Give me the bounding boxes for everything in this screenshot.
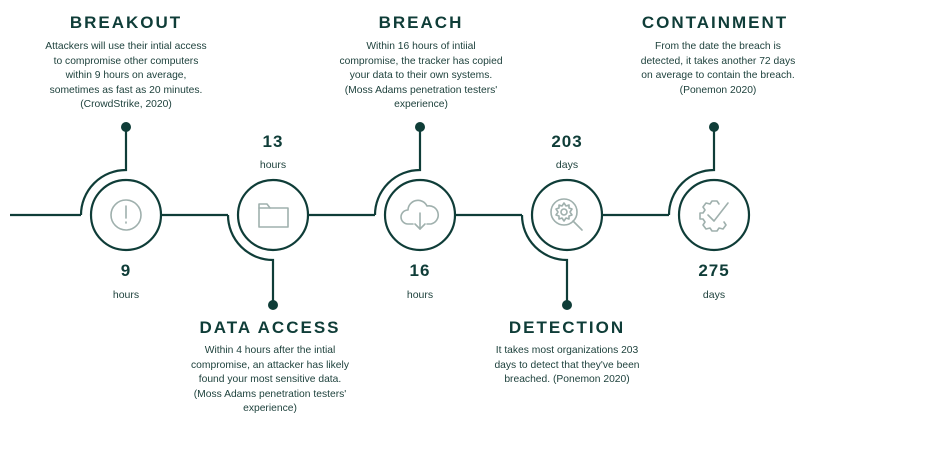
connector-breach [373,127,422,216]
dot-breach [415,122,425,132]
stage-description-containment: From the date the breach is detected, it… [640,41,796,96]
stage-unit-breach: hours [406,289,434,301]
dot-containment [709,122,719,132]
connector-containment [667,127,716,216]
stage-unit-detection: days [555,159,579,171]
dot-detection [562,300,572,310]
stage-description-breach: Within 16 hours of intiial compromise, t… [339,41,503,110]
stage-circle-detection [530,178,604,252]
stage-value-data-access: 13 [262,132,284,151]
stage-value-containment: 275 [698,261,730,280]
dot-breakout [121,122,131,132]
stage-title-containment: CONTAINMENT [641,13,789,32]
dot-data-access [268,300,278,310]
stage-description-detection: It takes most organizations 203 days to … [494,345,640,385]
stage-circle-breach [383,178,457,252]
stage-description-data-access: Within 4 hours after the intial compromi… [191,345,349,414]
connector-detection [520,214,569,305]
connector-data-access [226,214,275,305]
stage-title-breakout: BREAKOUT [69,13,183,32]
stage-value-breakout: 9 [120,261,132,280]
stage-unit-containment: days [702,289,726,301]
stage-value-detection: 203 [551,132,583,151]
gear-check-icon [699,200,729,232]
gear-search-icon [550,198,583,231]
folder-icon [258,203,289,228]
stage-title-data-access: DATA ACCESS [199,318,341,337]
stage-unit-data-access: hours [259,159,287,171]
stage-title-breach: BREACH [378,13,464,32]
stage-unit-breakout: hours [112,289,140,301]
stage-description-breakout: Attackers will use their intial access t… [45,41,207,110]
cloud-download-icon [400,199,440,230]
stage-value-breach: 16 [409,261,431,280]
stage-circle-data-access [236,178,310,252]
stage-title-detection: DETECTION [508,318,626,337]
connector-breakout [79,127,128,216]
alert-icon [110,199,142,231]
stage-circle-containment [677,178,751,252]
stage-circle-breakout [89,178,163,252]
